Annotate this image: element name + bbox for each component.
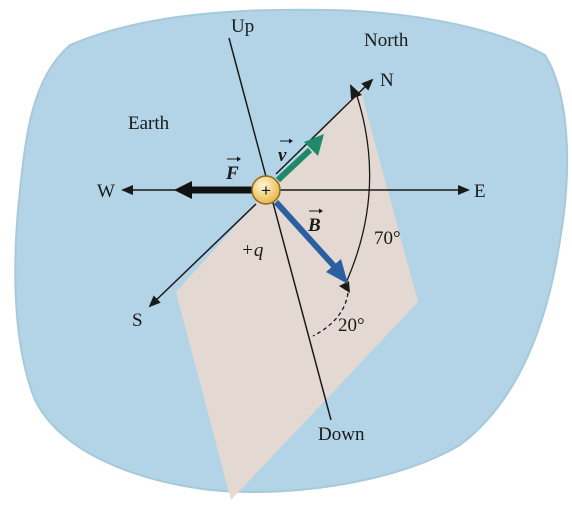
svg-text:B: B <box>307 215 321 236</box>
label-earth: Earth <box>128 113 170 134</box>
label-up: Up <box>231 16 254 37</box>
up-down-axis <box>228 37 332 421</box>
label-down: Down <box>318 424 365 445</box>
angle-arc-70 <box>344 92 371 286</box>
label-north: North <box>364 30 409 51</box>
label-e: E <box>474 181 486 202</box>
vector-label-v: v <box>278 138 293 166</box>
magnetic-field-vector <box>273 199 337 269</box>
velocity-vector <box>275 147 313 183</box>
charge-particle <box>251 175 281 205</box>
label-angle-70: 70° <box>374 228 401 249</box>
vector-label-b: B <box>307 208 323 236</box>
label-w: W <box>97 181 115 202</box>
label-angle-20: 20° <box>338 315 365 336</box>
label-n: N <box>380 70 394 91</box>
vector-label-f: F <box>225 156 241 184</box>
charge-sign: + <box>261 181 271 200</box>
svg-text:v: v <box>278 145 287 166</box>
label-s: S <box>132 310 143 331</box>
south-axis <box>148 203 257 308</box>
label-charge: +q <box>241 240 264 261</box>
angle-arc-20 <box>312 292 349 337</box>
svg-text:F: F <box>225 163 239 184</box>
